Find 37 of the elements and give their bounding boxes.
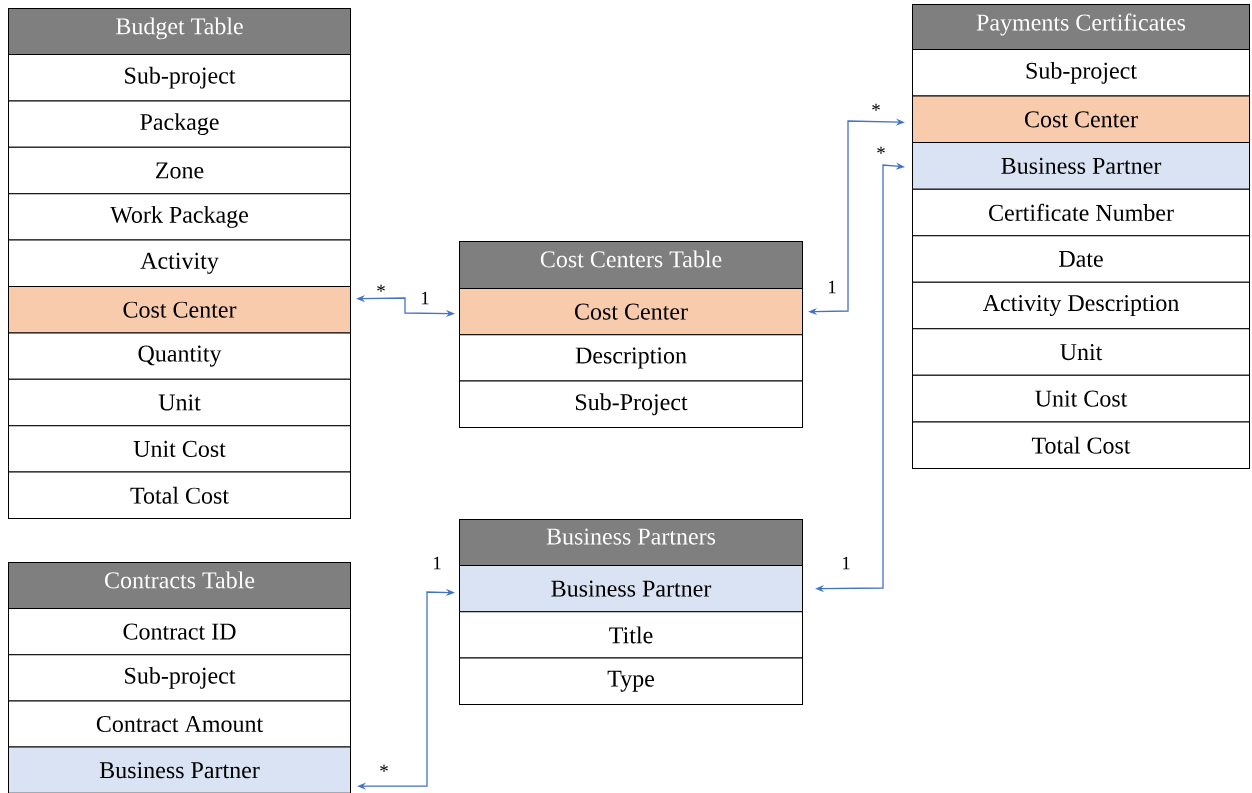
table-row: Activity Description xyxy=(912,281,1250,330)
multiplicity-label: * xyxy=(872,103,880,111)
table-row: Zone xyxy=(8,146,351,195)
multiplicity-label: * xyxy=(877,146,885,154)
table-row: Unit xyxy=(8,378,351,427)
table-row: Sub-project xyxy=(912,49,1250,97)
table-row: Unit xyxy=(912,328,1250,376)
table-row: Contract Amount xyxy=(8,700,351,748)
table-row: Type xyxy=(459,657,803,705)
table-row: Cost Center xyxy=(459,288,803,336)
multiplicity-label: 1 xyxy=(828,280,836,294)
table-row: Total Cost xyxy=(912,421,1250,469)
table-row: Title xyxy=(459,611,803,659)
multiplicity-label: * xyxy=(377,284,385,292)
table-row: Total Cost xyxy=(8,471,351,519)
multiplicity-label: * xyxy=(380,764,388,772)
table-row: Sub-project xyxy=(8,54,351,102)
table-row: Sub-Project xyxy=(459,380,803,428)
multiplicity-label: 1 xyxy=(421,291,429,305)
table-row: Quantity xyxy=(8,332,351,380)
table-row: Business Partner xyxy=(8,746,351,793)
table-row: Sub-project xyxy=(8,654,351,702)
table-row: Unit Cost xyxy=(8,425,351,473)
multiplicity-label: 1 xyxy=(433,556,441,570)
table-row: Activity xyxy=(8,239,351,287)
table-row: Work Package xyxy=(8,193,351,241)
table-row: Cost Center xyxy=(8,286,351,334)
table-row: Business Partner xyxy=(912,142,1250,190)
table-row: Package xyxy=(8,100,351,148)
table-row: Cost Center xyxy=(912,95,1250,144)
table-row: Certificate Number xyxy=(912,188,1250,237)
multiplicity-label: 1 xyxy=(842,556,850,570)
table-row: Unit Cost xyxy=(912,374,1250,423)
table-row: Description xyxy=(459,334,803,382)
table-row: Contract ID xyxy=(8,608,351,656)
table-row: Business Partner xyxy=(459,565,803,613)
table-row: Date xyxy=(912,235,1250,283)
